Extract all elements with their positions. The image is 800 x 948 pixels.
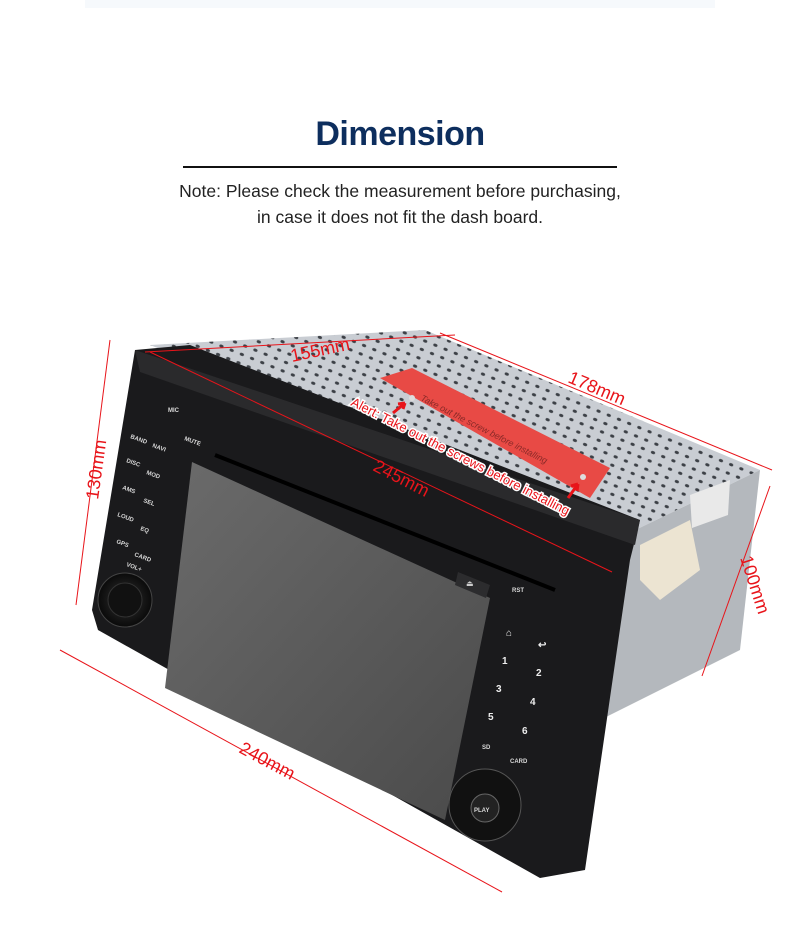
home-icon[interactable]: ⌂ bbox=[506, 628, 512, 639]
button-gps[interactable]: GPS bbox=[115, 539, 129, 549]
note-line-1: Note: Please check the measurement befor… bbox=[179, 181, 621, 201]
button-eq[interactable]: EQ bbox=[139, 526, 150, 535]
button-card-right[interactable]: CARD bbox=[510, 759, 528, 765]
metal-chassis bbox=[150, 330, 760, 720]
play-button[interactable] bbox=[470, 793, 500, 823]
arrow-icon bbox=[566, 482, 580, 499]
button-band[interactable]: BAND bbox=[129, 434, 148, 446]
button-navi[interactable]: NAVI bbox=[151, 443, 166, 454]
button-3[interactable]: 3 bbox=[496, 684, 502, 695]
button-mod[interactable]: MOD bbox=[145, 470, 161, 481]
dimension-lines bbox=[59, 332, 773, 893]
play-label: PLAY bbox=[474, 808, 489, 814]
button-ams[interactable]: AMS bbox=[121, 485, 136, 495]
mic-label: MIC bbox=[168, 408, 180, 414]
button-4[interactable]: 4 bbox=[530, 697, 536, 708]
screen[interactable] bbox=[165, 462, 490, 820]
chassis-top bbox=[150, 330, 760, 535]
note-line-2: in case it does not fit the dash board. bbox=[256, 207, 543, 227]
button-sel[interactable]: SEL bbox=[142, 498, 155, 508]
button-card-left[interactable]: CARD bbox=[133, 552, 152, 564]
vol-label: VOL+ bbox=[125, 562, 142, 573]
number-pad: ⌂ ↩ 1 2 3 4 5 6 SD CARD bbox=[482, 628, 547, 765]
button-2[interactable]: 2 bbox=[536, 668, 542, 679]
note-text: Note: Please check the measurement befor… bbox=[0, 178, 800, 230]
back-icon[interactable]: ↩ bbox=[538, 640, 547, 651]
eject-icon: ⏏ bbox=[466, 579, 474, 588]
rst-label: RST bbox=[512, 588, 524, 594]
screw-icon bbox=[580, 474, 586, 480]
arrow-icon bbox=[392, 401, 407, 415]
top-banner-edge bbox=[85, 0, 715, 8]
disc-slot[interactable] bbox=[214, 453, 556, 592]
title-divider bbox=[183, 166, 617, 168]
button-5[interactable]: 5 bbox=[488, 712, 494, 723]
dimension-130: 130mm bbox=[82, 438, 110, 500]
left-button-column: BAND NAVI DISC MOD AMS SEL LOUD EQ GPS C… bbox=[115, 408, 524, 594]
button-sd[interactable]: SD bbox=[482, 745, 491, 751]
chassis-side bbox=[600, 470, 760, 720]
screw-icon bbox=[409, 395, 415, 401]
chassis-label bbox=[690, 480, 730, 528]
button-loud[interactable]: LOUD bbox=[116, 512, 135, 524]
button-6[interactable]: 6 bbox=[522, 726, 528, 737]
front-panel: ⏏ PLAY bbox=[92, 345, 640, 878]
button-disc[interactable]: DISC bbox=[125, 458, 141, 469]
page-title: Dimension bbox=[315, 115, 485, 153]
eject-button[interactable] bbox=[455, 572, 490, 598]
button-mute[interactable]: MUTE bbox=[183, 436, 201, 447]
connector bbox=[640, 520, 700, 600]
button-1[interactable]: 1 bbox=[502, 656, 508, 667]
